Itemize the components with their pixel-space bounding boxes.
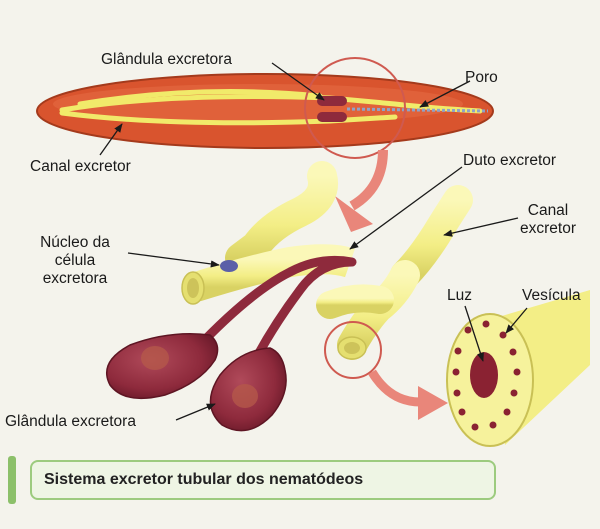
cross-section	[446, 290, 590, 447]
label-luz: Luz	[447, 287, 472, 304]
label-nucleo-line3: excretora	[42, 270, 108, 287]
worm-canal	[59, 89, 483, 126]
label-canal-left: Canal excretor	[30, 158, 131, 175]
worm-zoom-circle	[304, 57, 406, 159]
label-glandula-top: Glândula excretora	[101, 51, 232, 68]
label-canal-right-line1: Canal	[527, 202, 569, 219]
label-nucleo-line2: célula	[54, 252, 96, 269]
label-poro: Poro	[465, 69, 498, 86]
zoom-arrow-lower	[368, 369, 421, 407]
zoom-arrow-lower-head	[418, 386, 448, 420]
label-glandula-bottom: Glândula excretora	[5, 413, 136, 430]
zoom-arrow-upper	[349, 149, 388, 211]
excretory-glands	[106, 333, 287, 432]
label-vesicula: Vesícula	[522, 287, 581, 304]
leader-lines	[99, 62, 528, 421]
caption-tab	[8, 456, 16, 504]
label-canal-right: Canal excretor	[508, 202, 588, 238]
worm-gland-cells	[317, 96, 489, 122]
label-nucleo: Núcleo da célula excretora	[28, 234, 122, 288]
zoom-arrow-upper-head	[335, 196, 373, 232]
caption-text: Sistema excretor tubular dos nematódeos	[44, 471, 364, 488]
lumen	[470, 352, 498, 398]
label-nucleo-line1: Núcleo da	[40, 234, 110, 251]
label-canal-right-line2: excretor	[520, 220, 576, 237]
nucleus-marker	[220, 260, 238, 272]
duct-zoom-circle	[324, 321, 382, 379]
caption-box: Sistema excretor tubular dos nematódeos	[30, 460, 496, 500]
label-duto: Duto excretor	[463, 152, 557, 169]
